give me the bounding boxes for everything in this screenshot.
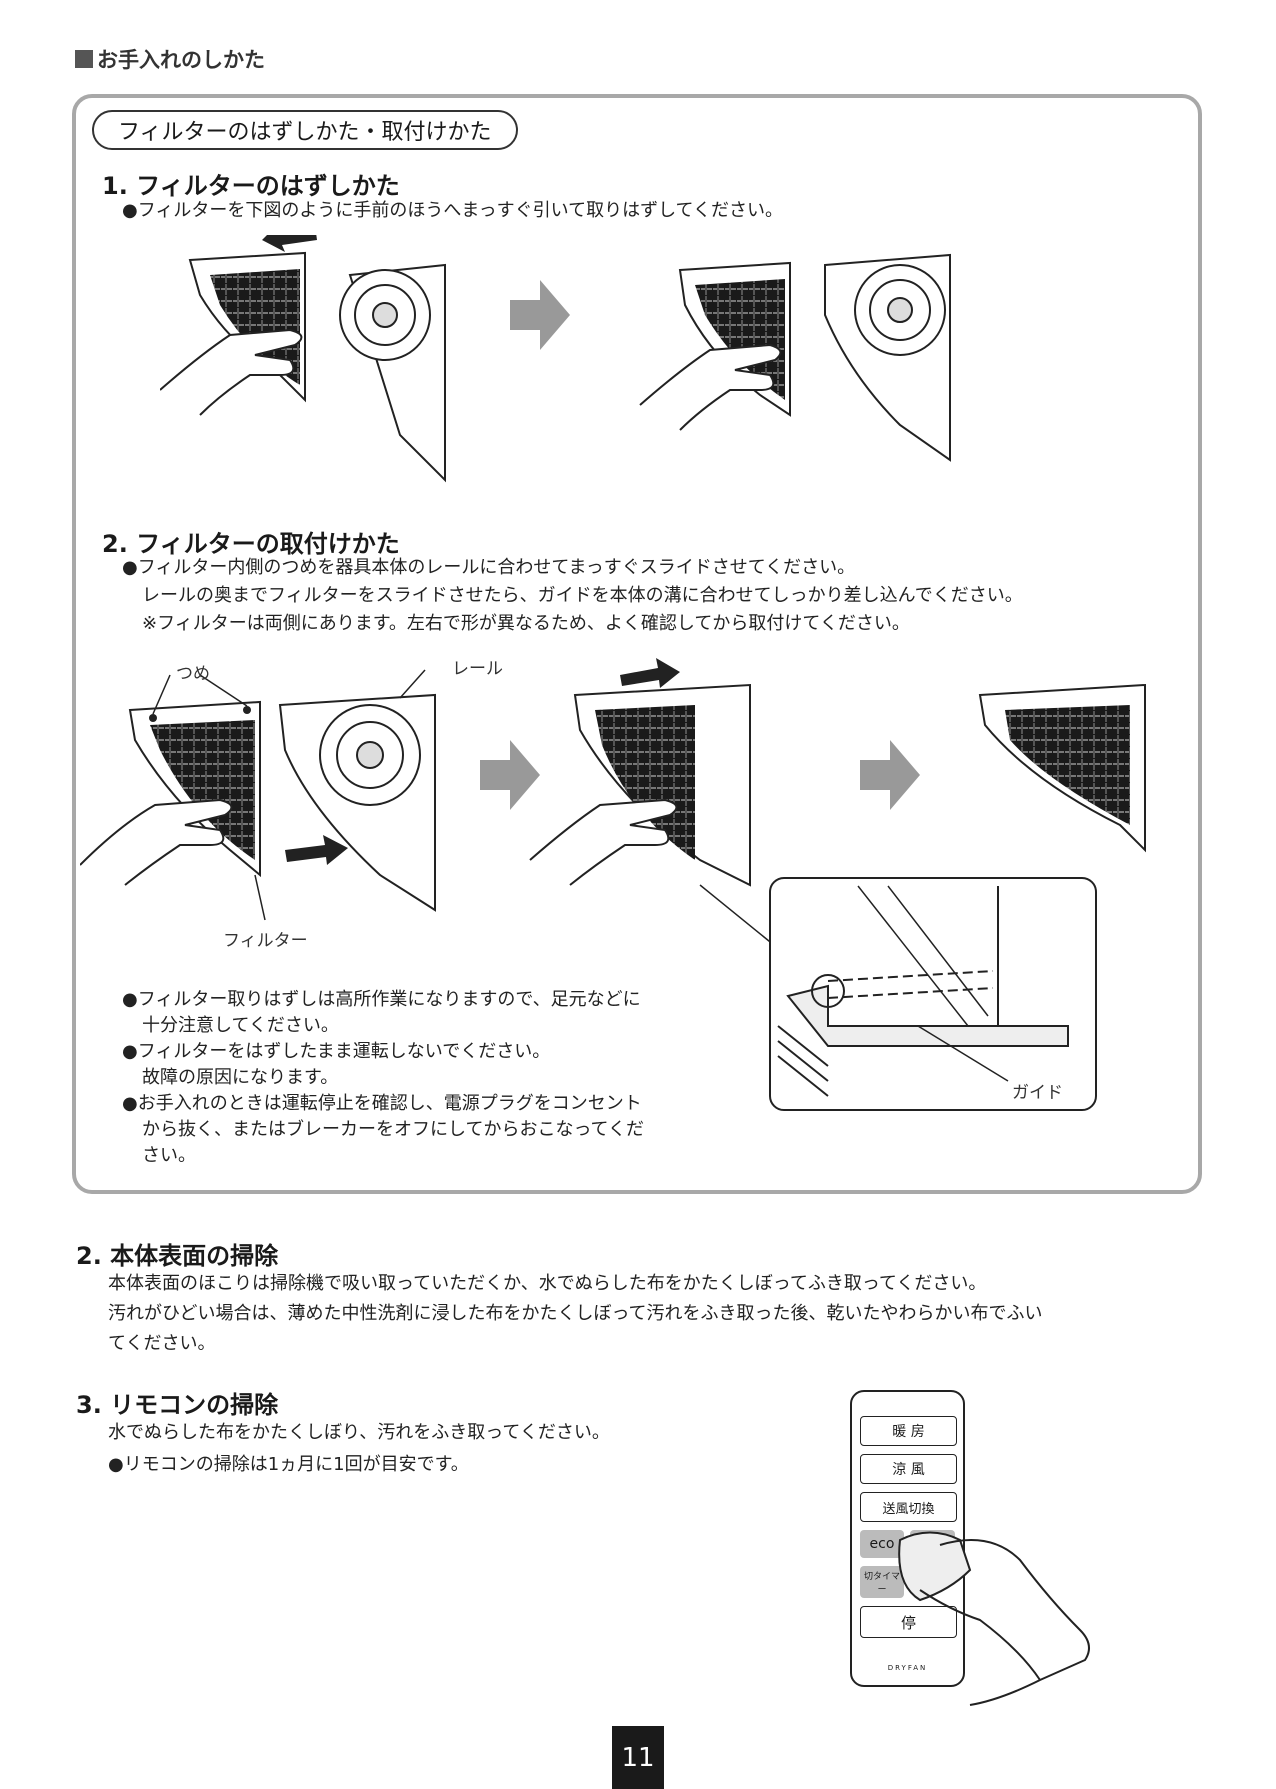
filter-panel-icon	[978, 683, 1146, 853]
filter-section-title: フィルターのはずしかた・取付けかた	[92, 110, 518, 150]
page-title: お手入れのしかた	[97, 48, 265, 72]
hand-icon	[529, 798, 678, 886]
remote-cleaning-title: 3. リモコンの掃除	[76, 1391, 279, 1419]
guide-icon	[811, 974, 845, 1008]
remote-brand: DRYFAN	[887, 1664, 928, 1672]
guide-detail-inset	[769, 877, 1097, 1111]
body-cleaning-title: 2. 本体表面の掃除	[76, 1242, 279, 1270]
label-tsume: つめ	[176, 664, 210, 684]
hand-icon	[160, 328, 303, 416]
claw-icon	[149, 714, 157, 722]
step1-title: 1. フィルターのはずしかた	[102, 172, 400, 200]
filter-panel-icon	[128, 700, 261, 878]
note-1b: 十分注意してください。	[142, 1015, 339, 1036]
unit-body-icon	[824, 253, 951, 462]
remote-button-cool: 涼 風	[860, 1454, 957, 1484]
step2-line-1: ●フィルター内側のつめを器具本体のレールに合わせてまっすぐスライドさせてください…	[122, 557, 856, 578]
slide-arrow-icon	[620, 658, 680, 688]
remote-cleaning-line-1: 水でぬらした布をかたくしぼり、汚れをふき取ってください。	[108, 1422, 610, 1443]
header-square-icon	[75, 50, 93, 68]
next-step-arrow-icon	[860, 740, 920, 810]
note-3a: ●お手入れのときは運転停止を確認し、電源プラグをコンセント	[122, 1093, 642, 1114]
step1-illustration	[160, 235, 951, 483]
note-1a: ●フィルター取りはずしは高所作業になりますので、足元などに	[122, 989, 641, 1010]
next-step-arrow-icon	[480, 740, 540, 810]
remote-button-eco: eco	[860, 1530, 904, 1558]
label-filter: フィルター	[223, 931, 308, 951]
body-cleaning-line-1: 本体表面のほこりは掃除機で吸い取っていただくか、水でぬらした布をかたくしぼってふ…	[108, 1273, 987, 1294]
note-2a: ●フィルターをはずしたまま運転しないでください。	[122, 1041, 551, 1062]
step2-line-2: レールの奥までフィルターをスライドさせたら、ガイドを本体の溝に合わせてしっかり差…	[142, 585, 1023, 606]
remote-button-timer: 切タイマー	[860, 1566, 904, 1598]
unit-body-icon	[278, 693, 436, 912]
remote-button-swing: 送風切換	[860, 1492, 957, 1522]
claw-icon	[243, 706, 251, 714]
step2-illustration	[80, 658, 1146, 950]
hand-wiping-icon	[898, 1531, 1090, 1706]
label-guide: ガイド	[1012, 1083, 1063, 1103]
hand-icon	[639, 343, 782, 431]
page-header: お手入れのしかた	[75, 44, 265, 74]
pull-arrow-icon	[262, 235, 317, 252]
remote-button-stop: 停	[860, 1606, 957, 1638]
label-rail: レール	[452, 659, 503, 679]
step2-line-3: ※フィルターは両側にあります。左右で形が異なるため、よく確認してから取付けてくだ…	[142, 613, 910, 634]
step2-title: 2. フィルターの取付けかた	[102, 530, 400, 558]
slide-arrow-icon	[285, 835, 348, 865]
note-3c: さい。	[142, 1145, 196, 1166]
next-step-arrow-icon	[510, 280, 570, 350]
hand-icon	[80, 798, 233, 886]
body-cleaning-line-2: 汚れがひどい場合は、薄めた中性洗剤に浸した布をかたくしぼって汚れをふき取った後、…	[108, 1303, 1043, 1324]
note-2b: 故障の原因になります。	[142, 1067, 339, 1088]
body-cleaning-line-3: てください。	[108, 1333, 216, 1354]
remote-cleaning-line-2: ●リモコンの掃除は1ヵ月に1回が目安です。	[108, 1454, 469, 1475]
filter-panel-icon	[573, 683, 751, 887]
page-number: 11	[612, 1726, 664, 1789]
step1-text: ●フィルターを下図のように手前のほうへまっすぐ引いて取りはずしてください。	[122, 200, 784, 221]
filter-section-box	[72, 94, 1202, 1194]
note-3b: から抜く、またはブレーカーをオフにしてからおこなってくだ	[142, 1119, 645, 1140]
unit-body-icon	[339, 263, 446, 483]
remote-button-heat: 暖 房	[860, 1416, 957, 1446]
